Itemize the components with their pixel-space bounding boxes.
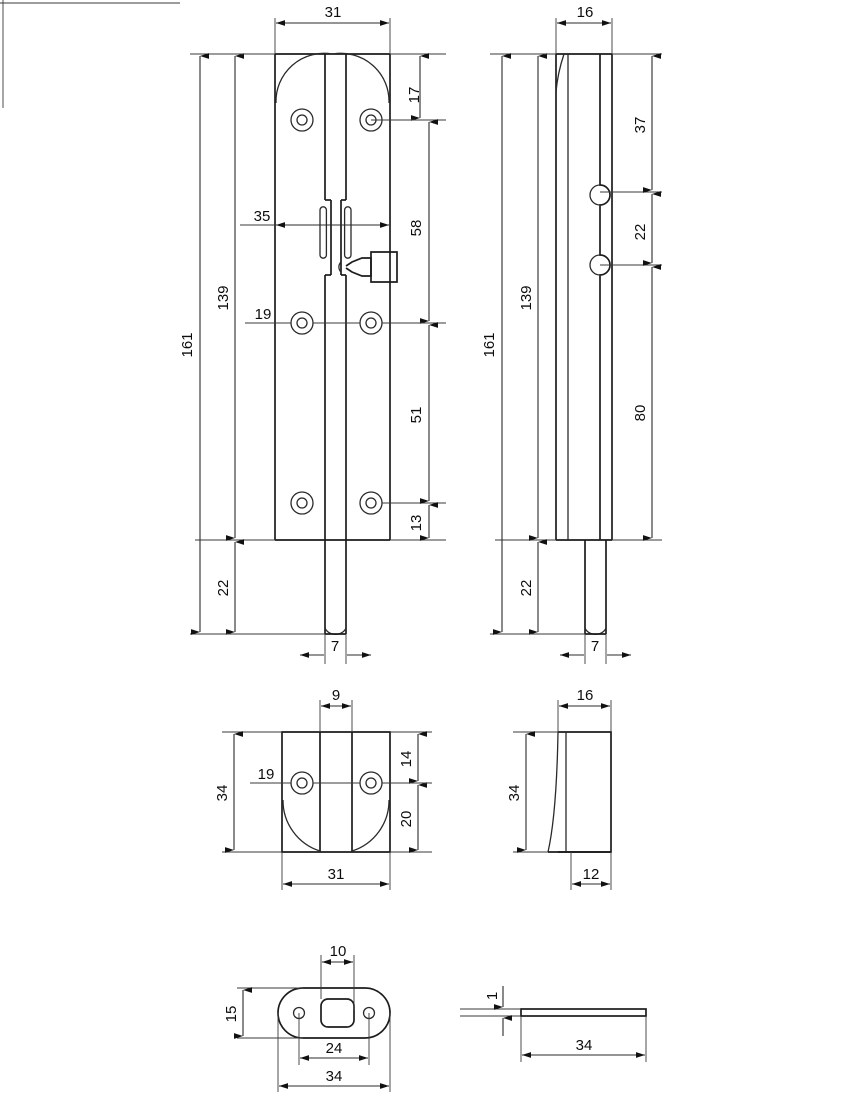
dim-label-16b: 16 [577, 687, 594, 704]
dim-24-bottom: 24 [298, 1013, 370, 1065]
screw-hole [290, 491, 314, 515]
dim-label-22c: 22 [518, 580, 535, 597]
dim-label-34b: 34 [506, 785, 523, 802]
dim-label-19a: 19 [255, 306, 272, 323]
dim-label-16a: 16 [577, 4, 594, 21]
dim-label-34d: 34 [576, 1037, 593, 1054]
dim-label-22b: 22 [632, 224, 649, 241]
dim-label-80: 80 [632, 405, 649, 422]
dim-34-left-keeper-side: 34 [506, 731, 558, 853]
dim-label-35: 35 [254, 208, 271, 225]
dim-label-161b: 161 [481, 332, 498, 357]
strike-plate-outline [277, 987, 391, 1039]
dim-34-bottom-strike: 34 [277, 1013, 391, 1092]
dim-label-19b: 19 [258, 766, 275, 783]
dim-12-bottom: 12 [570, 852, 612, 890]
dim-label-9: 9 [332, 687, 340, 704]
dim-58-right: 58 [390, 119, 446, 324]
dim-20-right: 20 [390, 782, 432, 853]
view-strike-plate-front-view: 10 15 24 34 [223, 943, 391, 1092]
dim-label-1: 1 [484, 992, 501, 1000]
dim-label-15: 15 [223, 1006, 240, 1023]
dim-label-34c: 34 [326, 1068, 343, 1085]
dim-13-right: 13 [390, 502, 446, 541]
dim-7-bottom: 7 [300, 634, 371, 664]
dim-label-14: 14 [398, 751, 415, 768]
dim-9-top: 9 [319, 687, 353, 732]
dim-label-31: 31 [325, 4, 342, 21]
dim-label-58: 58 [408, 220, 425, 237]
dim-label-34a: 34 [214, 785, 231, 802]
dim-label-139b: 139 [518, 285, 535, 310]
dim-16-top-keeper: 16 [557, 687, 612, 732]
bolt-guide-slots [319, 206, 352, 259]
view-side-view-bolt: 16 37 22 80 139 [481, 4, 662, 664]
bolt-handle-knob [338, 251, 398, 283]
bolt-side-body [555, 53, 613, 541]
dim-34-left-keeper: 34 [214, 731, 282, 853]
sheet-corner-border [0, 0, 180, 108]
dim-label-161a: 161 [179, 332, 196, 357]
dim-19-left-keeper: 19 [250, 766, 432, 784]
dim-label-51: 51 [408, 407, 425, 424]
view-keeper-front-view: 9 14 20 19 34 [214, 687, 432, 890]
dim-35-left: 35 [240, 208, 389, 228]
dim-161-farleft-side: 161 [481, 53, 585, 635]
dim-1-left: 1 [460, 986, 521, 1036]
dim-15-left: 15 [223, 987, 303, 1039]
dim-10-top: 10 [320, 943, 355, 1010]
dim-label-12: 12 [583, 866, 600, 883]
dim-label-17: 17 [406, 87, 423, 104]
bolt-rod [324, 540, 347, 635]
view-strike-plate-side-view: 1 34 [460, 986, 647, 1062]
dim-22-right-side: 22 [600, 191, 662, 266]
dim-label-24: 24 [326, 1040, 343, 1057]
dim-7-bottom-side: 7 [560, 634, 631, 664]
dim-label-139a: 139 [215, 285, 232, 310]
dim-161-farleft: 161 [179, 53, 325, 635]
dim-16-top-side: 16 [555, 4, 613, 54]
dim-31-bottom: 31 [281, 852, 391, 890]
dim-label-20: 20 [398, 811, 415, 828]
dim-31-top: 31 [274, 4, 391, 54]
dim-80-right: 80 [612, 264, 662, 541]
bolt-side-rod [584, 540, 607, 635]
dim-label-7a: 7 [331, 638, 339, 655]
dim-label-10: 10 [330, 943, 347, 960]
bolt-side-notches [589, 54, 611, 540]
strike-plate-slot [320, 998, 355, 1028]
view-keeper-side-view: 16 34 12 [506, 687, 612, 890]
dim-label-22a: 22 [215, 580, 232, 597]
dim-label-31b: 31 [328, 866, 345, 883]
dim-34-bottom-strike-side: 34 [520, 1016, 647, 1062]
view-front-view-bolt: 31 17 35 58 19 [179, 4, 446, 664]
screw-hole [290, 108, 314, 132]
dim-label-37: 37 [632, 117, 649, 134]
dim-139-left-side: 139 [495, 53, 556, 541]
dim-label-7b: 7 [591, 638, 599, 655]
keeper-side-outline [547, 731, 612, 853]
dim-label-13: 13 [408, 515, 425, 532]
bolt-body-outline [274, 52, 391, 541]
strike-plate-side-outline [520, 1008, 647, 1017]
